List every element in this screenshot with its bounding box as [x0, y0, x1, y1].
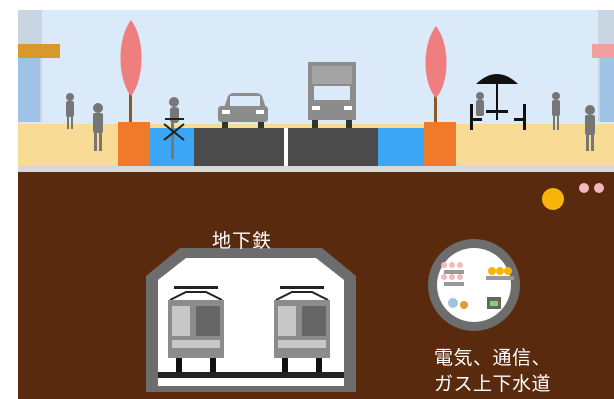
cafe-table-umbrella — [470, 74, 526, 130]
water-pipe-icon — [594, 183, 604, 193]
car — [218, 93, 268, 128]
road — [194, 128, 378, 166]
right-building — [592, 10, 614, 122]
train-left — [168, 286, 224, 372]
lane-divider — [284, 128, 288, 166]
truck — [308, 62, 356, 128]
utilities-label-line1: 電気、通信、 — [434, 347, 552, 369]
tree-left — [118, 20, 150, 166]
pedestrians-right — [476, 92, 595, 151]
utilities-label: 電気、通信、 ガス上下水道 — [434, 345, 551, 397]
pedestrians-left — [66, 93, 103, 151]
utility-tunnel — [428, 239, 520, 331]
utilities-label-line2: ガス上下水道 — [434, 373, 552, 395]
street-surface — [18, 10, 614, 172]
tree-right — [424, 26, 456, 166]
planter-right — [424, 122, 456, 166]
left-building — [18, 10, 60, 122]
subway-tunnel — [146, 248, 356, 392]
track — [158, 372, 344, 378]
planter-left — [118, 122, 150, 166]
gas-pipe-icon — [542, 188, 564, 210]
cyclist — [163, 97, 185, 159]
bike-lane-right — [378, 128, 424, 166]
train-right — [274, 286, 330, 372]
water-pipe-icon — [579, 183, 589, 193]
subway-label: 地下鉄 — [212, 230, 273, 252]
ground-line — [18, 166, 614, 172]
